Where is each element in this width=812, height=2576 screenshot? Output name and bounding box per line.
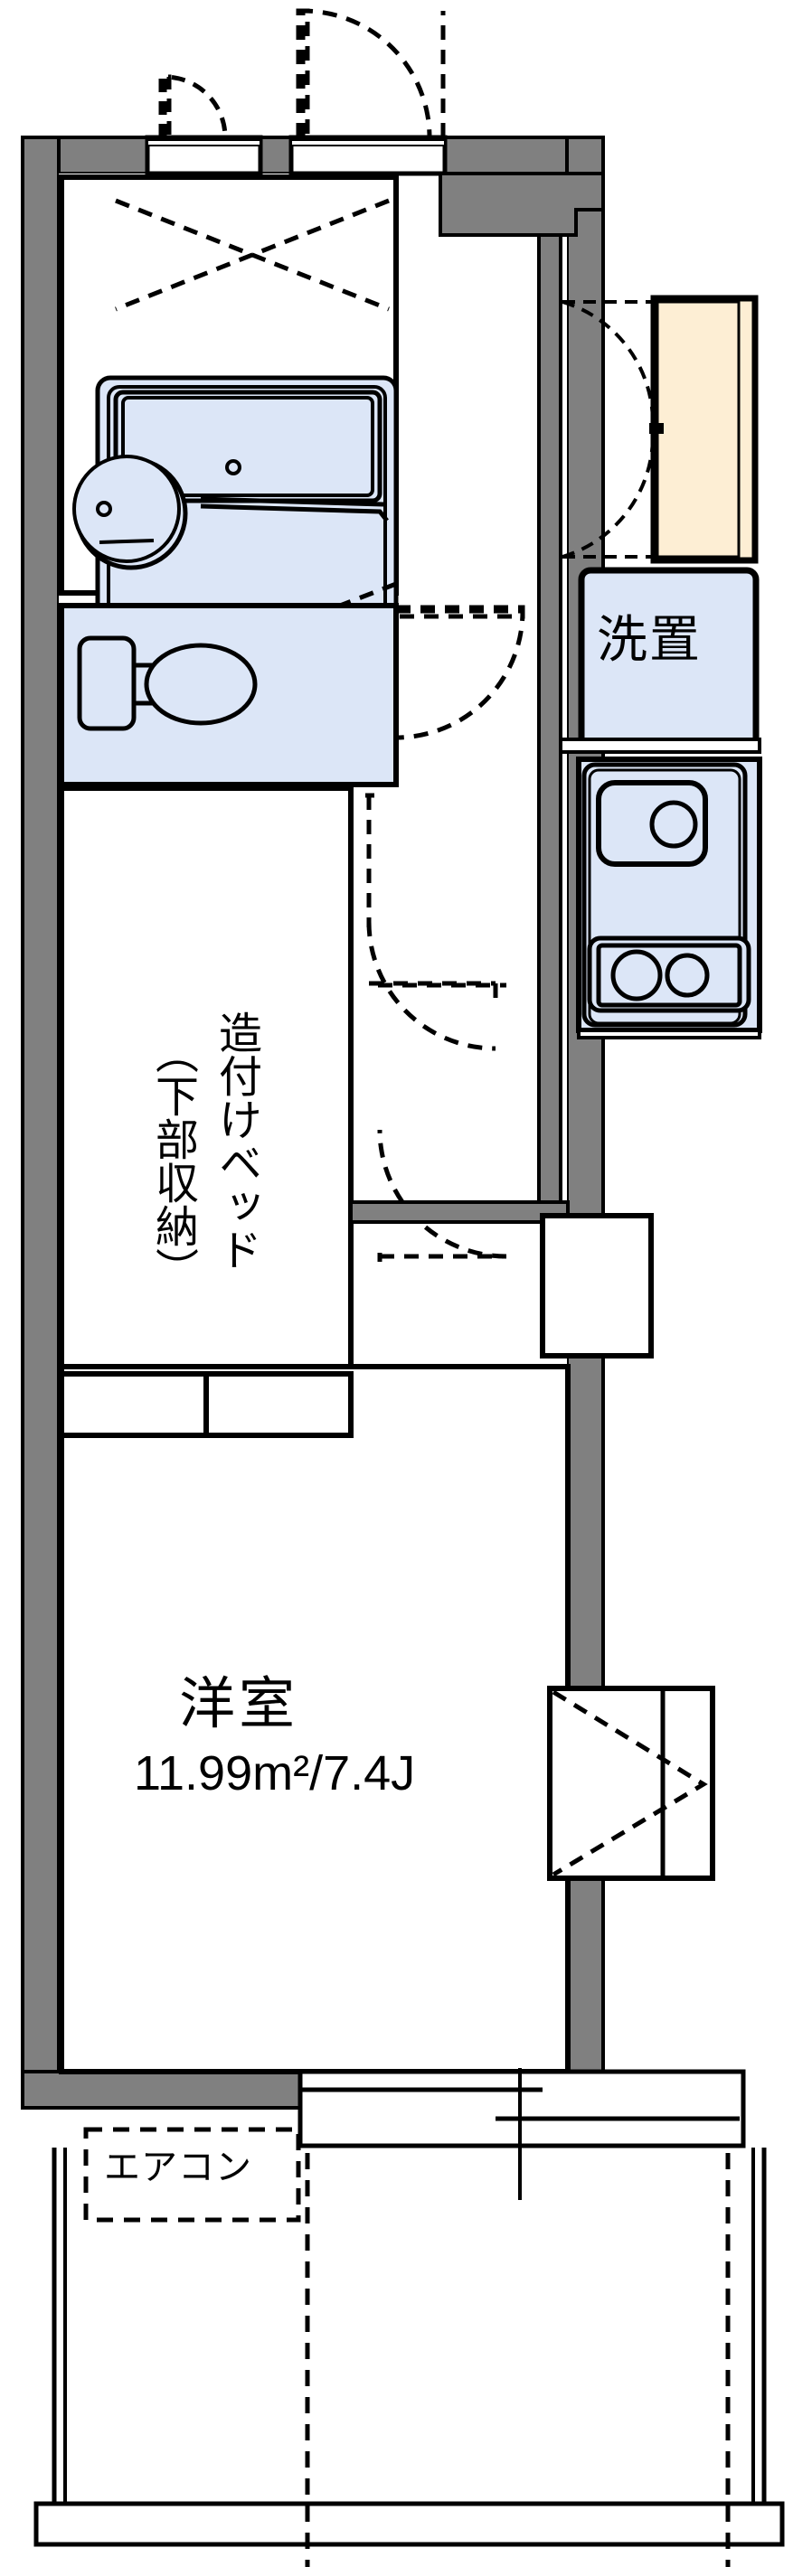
corridor-wall	[349, 1200, 570, 1224]
kitchen-partition-wall	[537, 233, 562, 1213]
built-in-bed-storage-label: （下部収納）	[148, 1030, 196, 1291]
bath-sliding-door-icon	[115, 198, 390, 312]
toilet-bowl-icon	[144, 643, 258, 726]
toilet-tank-icon	[77, 635, 137, 731]
washer-space-label: 洗置	[597, 611, 702, 668]
kitchen-counter	[576, 757, 762, 1039]
burner-right-icon	[665, 953, 710, 998]
basin-drain-icon	[96, 501, 112, 517]
balcony-window	[297, 2068, 746, 2200]
main-room-label: 洋室	[179, 1673, 299, 1735]
bath-drain-icon	[225, 459, 241, 475]
balcony-area	[33, 2148, 785, 2567]
aircon-label: エアコン	[104, 2148, 252, 2187]
railing-icon	[33, 2501, 785, 2547]
aircon-icon	[83, 2127, 301, 2223]
built-in-bed-area	[59, 785, 354, 1369]
main-room-area-label: 11.99m²/7.4J	[134, 1746, 416, 1800]
entrance-door-swing-icon	[300, 8, 432, 138]
entrance-wall-step	[439, 172, 605, 237]
toilet-door-swing-icon	[395, 605, 525, 740]
burner-left-icon	[610, 949, 663, 1001]
closet-lower	[547, 1686, 715, 1881]
closet-door-icon	[552, 1689, 708, 1877]
cabinet-door-icon	[562, 300, 656, 559]
main-room	[59, 1364, 571, 2074]
aircon-box	[83, 2127, 301, 2223]
closet-upper	[540, 1213, 654, 1359]
entrance-door-leaf-icon	[296, 8, 310, 137]
bath-door-swing-icon	[158, 74, 228, 138]
cabinet-handle-icon	[649, 423, 664, 434]
room-cabinets	[59, 1371, 354, 1438]
sink-drain-icon	[649, 800, 698, 849]
built-in-bed-label: 造付けベッド	[212, 1011, 260, 1271]
toilet-room	[59, 603, 399, 787]
shoe-cabinet	[650, 295, 759, 564]
room-door-swing-icon-2	[369, 981, 498, 1003]
room-door-swing-icon	[365, 793, 506, 1051]
